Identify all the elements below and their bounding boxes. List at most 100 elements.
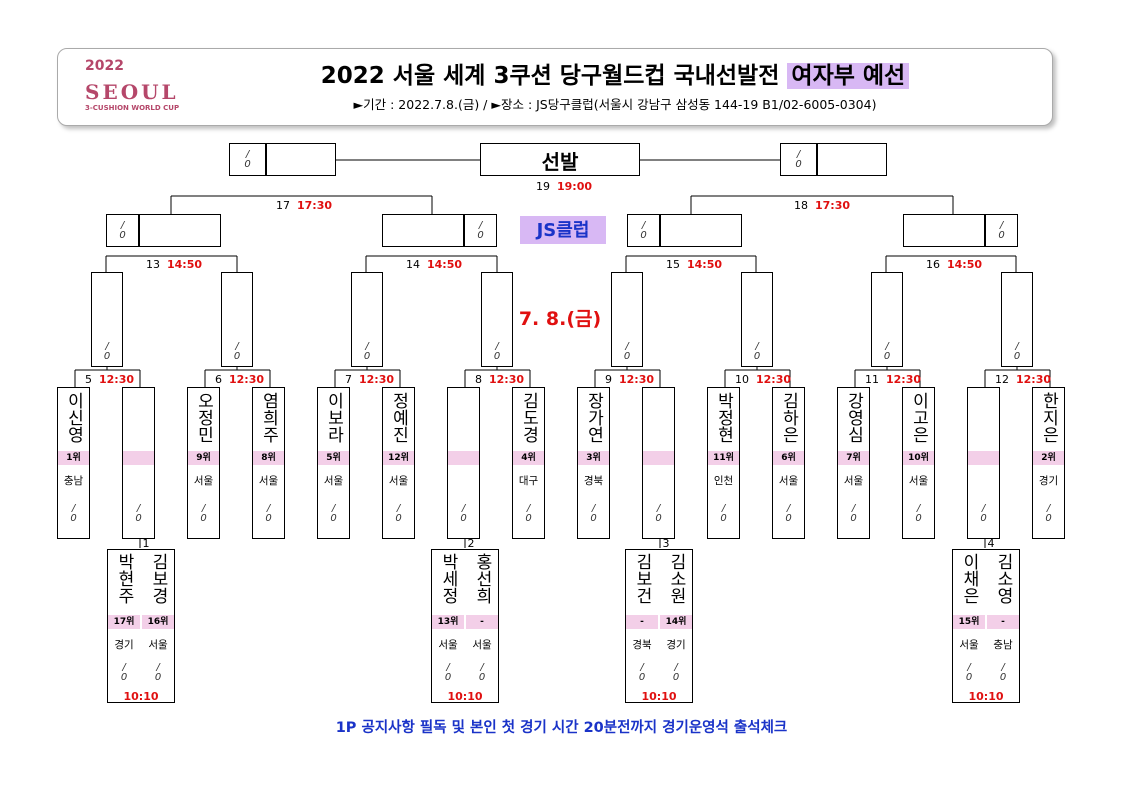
- score-slash: /: [721, 503, 726, 514]
- match-number: 17: [276, 199, 290, 212]
- prelim-2-b-region: 서울: [472, 639, 492, 651]
- r8-box-1: [91, 272, 123, 367]
- r8-score-3: /0: [352, 342, 382, 362]
- score-slash: /: [266, 503, 271, 514]
- r16-player-a-4-name: [447, 392, 480, 450]
- r16-player-b-5-name: [642, 392, 675, 450]
- prelim-1-a-rank: 17위: [108, 615, 140, 629]
- match-time: 17:30: [815, 199, 851, 212]
- score-value: 0: [795, 159, 802, 170]
- score-slash: /: [245, 149, 250, 160]
- r8-box-7: [871, 272, 903, 367]
- r16-player-a-5-score: /0: [579, 504, 608, 524]
- venue-label: JS클럽: [520, 216, 606, 244]
- match-time: 12:30: [886, 373, 922, 386]
- score-slash: /: [156, 662, 160, 673]
- r16-player-b-6-name: 김하은: [778, 392, 799, 443]
- prelim-4-a-score: /0: [954, 663, 984, 683]
- score-slash: /: [331, 503, 336, 514]
- score-value: 0: [965, 672, 973, 683]
- event-info: ►기간 : 2022.7.8.(금) / ►장소 : JS당구클럽(서울시 강남…: [353, 97, 877, 112]
- prelim-4-b-region: 충남: [993, 639, 1013, 651]
- seoul-worldcup-logo: 2022 SEOUL 3-CUSHION WORLD CUP: [85, 58, 179, 116]
- quarter-score-3: /0: [629, 221, 658, 241]
- semi-player-box-1: [266, 143, 336, 176]
- match-number: 5: [85, 373, 92, 386]
- match-number: 8: [475, 373, 482, 386]
- score-slash: /: [71, 503, 76, 514]
- score-value: 0: [998, 230, 1005, 241]
- match-time: 14:50: [947, 258, 983, 271]
- r16-player-a-3-score: /0: [319, 504, 348, 524]
- score-value: 0: [753, 351, 761, 362]
- score-slash: /: [122, 662, 126, 673]
- r16-player-a-7-name: 강영심: [843, 392, 864, 443]
- score-slash: /: [981, 503, 986, 514]
- prelim-1-a-score: /0: [109, 663, 139, 683]
- r16-player-b-8-name: 한지은: [1038, 392, 1059, 443]
- prelim-match-label-1: 1: [142, 537, 150, 550]
- r8-box-4: [481, 272, 513, 367]
- r8-score-1: /0: [92, 342, 122, 362]
- r16-player-a-3-rank: 5위: [318, 451, 349, 465]
- logo-caption: 3-CUSHION WORLD CUP: [85, 104, 180, 112]
- quarter-player-box-4: [903, 214, 985, 247]
- prelim-time-4: 10:10: [968, 690, 1004, 703]
- score-slash: /: [1046, 503, 1051, 514]
- r16-player-b-6-score: /0: [774, 504, 803, 524]
- r16-player-a-7-region: 서울: [843, 475, 864, 487]
- score-value: 0: [460, 513, 467, 524]
- match-time: 14:50: [427, 258, 463, 271]
- r16-player-a-8-rank: [968, 451, 999, 465]
- score-value: 0: [103, 351, 111, 362]
- prelim-2-a-name: 박세정: [438, 553, 458, 604]
- prelim-1-a-region: 경기: [114, 639, 134, 651]
- r16-player-a-2-rank: 9위: [188, 451, 219, 465]
- prelim-2-b-score: /0: [467, 663, 497, 683]
- r16-player-b-7-region: 서울: [908, 475, 929, 487]
- quarter-score-box-4: [985, 214, 1018, 247]
- score-value: 0: [623, 351, 631, 362]
- score-value: 0: [785, 513, 792, 524]
- semi-score-box-1: [229, 143, 266, 176]
- r16-player-a-4-region: [447, 473, 480, 487]
- r16-player-b-3-region: 서울: [388, 475, 409, 487]
- prelim-2-a-rank: 13위: [432, 615, 464, 629]
- match-time: 12:30: [489, 373, 525, 386]
- score-value: 0: [672, 672, 680, 683]
- r16-player-a-7-score: /0: [839, 504, 868, 524]
- r16-player-a-1-name: 이신영: [63, 392, 84, 443]
- match-number: 15: [666, 258, 680, 271]
- r16-player-b-2-name: 염희주: [258, 392, 279, 443]
- r16-player-b-6-rank: 6위: [773, 451, 804, 465]
- score-slash: /: [495, 341, 499, 352]
- r8-box-6: [741, 272, 773, 367]
- r16-player-a-8-region: [967, 473, 1000, 487]
- match-time: 12:30: [619, 373, 655, 386]
- prelim-3-a-region: 경북: [632, 639, 652, 651]
- r16-player-b-5-region: [642, 473, 675, 487]
- r16-player-b-3-name: 정예진: [388, 392, 409, 443]
- r16-player-a-6-rank: 11위: [708, 451, 739, 465]
- title-highlight: 여자부 예선: [787, 63, 910, 89]
- r16-player-b-4-rank: 4위: [513, 451, 544, 465]
- score-slash: /: [120, 220, 125, 231]
- quarter-score-box-3: [627, 214, 660, 247]
- r8-score-2: /0: [222, 342, 252, 362]
- r16-player-b-4-score: /0: [514, 504, 543, 524]
- score-slash: /: [674, 662, 678, 673]
- r16-player-a-2-region: 서울: [193, 475, 214, 487]
- r16-player-b-6-region: 서울: [778, 475, 799, 487]
- score-value: 0: [1013, 351, 1021, 362]
- r16-match-label-7: 11 12:30: [865, 373, 945, 386]
- score-value: 0: [233, 351, 241, 362]
- prelim-time-3: 10:10: [641, 690, 677, 703]
- prelim-1-b-score: /0: [143, 663, 173, 683]
- prelim-3-b-rank: 14위: [660, 615, 692, 629]
- prelim-1-b-region: 서울: [148, 639, 168, 651]
- r16-player-a-5-name: 장가연: [583, 392, 604, 443]
- match-time: 14:50: [687, 258, 723, 271]
- r16-player-b-7-name: 이고은: [908, 392, 929, 443]
- r16-player-a-2-name: 오정민: [193, 392, 214, 443]
- logo-year: 2022: [85, 58, 124, 74]
